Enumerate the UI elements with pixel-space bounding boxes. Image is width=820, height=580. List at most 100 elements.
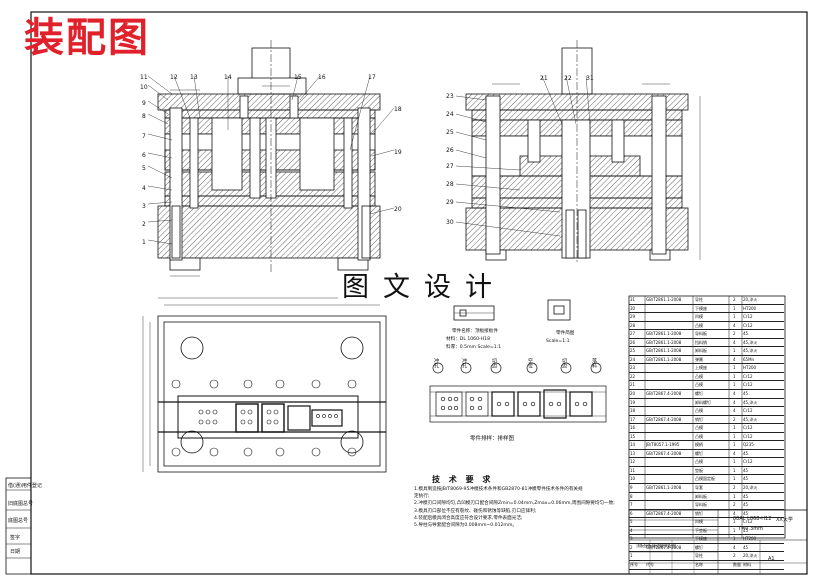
title-block-drawing-name: 顶板接板级进模装配图 bbox=[636, 543, 676, 548]
bom-cell-no: 25 bbox=[630, 348, 636, 354]
bom-cell-qty: 4 bbox=[733, 391, 736, 397]
bom-cell-name: 凸模固定板 bbox=[695, 476, 715, 482]
bom-cell-qty: 1 bbox=[733, 476, 736, 482]
bom-cell-qty: 4 bbox=[733, 356, 736, 362]
bom-cell-mat: 45 bbox=[743, 391, 749, 397]
svg-text:冲孔: 冲孔 bbox=[433, 357, 439, 369]
drawing-title: 装配图 bbox=[24, 14, 150, 61]
side-label: 签字 bbox=[10, 535, 21, 541]
bom-cell-qty: 1 bbox=[733, 527, 736, 533]
bom-cell-mat: 20,淬火 bbox=[743, 553, 758, 559]
bom-cell-name: 下模座 bbox=[695, 305, 707, 311]
bom-cell-mat: 20,淬火 bbox=[743, 297, 758, 302]
bom-cell-no: 27 bbox=[630, 331, 636, 337]
bom-cell-mat: 45 bbox=[743, 476, 749, 482]
bom-cell-no: 序号 bbox=[630, 561, 638, 567]
bom-cell-std: GB/T2861.1-2008 bbox=[646, 348, 682, 354]
svg-text:21: 21 bbox=[540, 75, 548, 82]
bom-cell-std: GB/T2861.1-2008 bbox=[646, 331, 682, 337]
bom-cell-name: 凸模 bbox=[695, 382, 703, 388]
bom-cell-qty: 1 bbox=[733, 467, 736, 473]
bom-cell-no: 11 bbox=[630, 467, 636, 473]
svg-text:14: 14 bbox=[224, 74, 232, 81]
tech-requirement: 1.模具制造按JB/T8069-95冲模技术条件和GB2870-81冲模零件技术… bbox=[414, 487, 583, 492]
tech-requirement: 2.冲模刃口间隙均匀,凸凹模刃口配合间隙Zmin=0.04mm,Zmax=0.0… bbox=[414, 501, 615, 507]
bom-cell-name: 下垫板 bbox=[695, 527, 707, 533]
bom-cell-no: 2 bbox=[630, 544, 633, 550]
bom-cell-name: 上模座 bbox=[695, 365, 707, 371]
bom-cell-qty: 1 bbox=[733, 365, 736, 371]
bom-cell-no: 21 bbox=[630, 382, 636, 388]
bom-cell-no: 23 bbox=[630, 365, 636, 371]
svg-text:7: 7 bbox=[142, 133, 146, 140]
bom-cell-mat: 45,淬火 bbox=[743, 348, 758, 354]
bom-cell-std: GB/T2867.4-2008 bbox=[646, 450, 682, 456]
svg-text:切边: 切边 bbox=[561, 357, 567, 369]
bom-cell-name: 螺钉 bbox=[695, 544, 703, 550]
bom-cell-name: 凹模 bbox=[695, 519, 703, 525]
svg-text:6: 6 bbox=[142, 152, 146, 159]
bom-cell-mat: Cr12 bbox=[743, 519, 753, 525]
svg-text:3: 3 bbox=[142, 203, 146, 210]
tech-requirement: 定执行; bbox=[414, 494, 430, 500]
bom-cell-std: GB/T2867.4-2008 bbox=[646, 544, 682, 550]
bom-cell-no: 6 bbox=[630, 510, 633, 516]
bom-cell-mat: 45 bbox=[743, 467, 749, 473]
bom-cell-name: 导柱 bbox=[695, 553, 703, 559]
bom-cell-name: 螺钉 bbox=[695, 391, 703, 397]
bom-row: 序号代号名称数量材料 bbox=[629, 561, 784, 570]
strip-thickness: 料厚：0.5mm Scale=1:1 bbox=[446, 343, 501, 350]
bom-cell-name: 螺钉 bbox=[695, 450, 703, 456]
bom-cell-no: 12 bbox=[630, 459, 636, 465]
strip-caption: 零件名称：顶板接板件 bbox=[452, 327, 498, 334]
svg-text:22: 22 bbox=[564, 75, 572, 82]
bom-cell-qty: 1 bbox=[733, 433, 736, 439]
side-label: 日期 bbox=[10, 549, 21, 555]
svg-text:8: 8 bbox=[142, 113, 146, 120]
bom-cell-mat: HT200 bbox=[743, 365, 757, 371]
title-block-school: XX大学 bbox=[776, 517, 793, 523]
bom-cell-qty: 1 bbox=[733, 425, 736, 431]
bom-cell-qty: 4 bbox=[733, 544, 736, 550]
bom-cell-name: 销钉 bbox=[695, 416, 703, 422]
bom-cell-name: 模柄 bbox=[695, 442, 703, 448]
bom-cell-mat: HT200 bbox=[743, 305, 757, 311]
bom-cell-qty: 4 bbox=[733, 408, 736, 414]
bom-cell-name: 凸模 bbox=[695, 322, 703, 328]
bom-cell-name: 销钉 bbox=[695, 510, 703, 516]
bom-cell-qty: 2 bbox=[733, 331, 736, 337]
svg-text:5: 5 bbox=[142, 165, 146, 172]
station-labels: 冲孔 冲孔 切边 空位 切边 落料 bbox=[433, 357, 597, 369]
bom-cell-mat: Cr12 bbox=[743, 408, 753, 414]
svg-text:10: 10 bbox=[140, 84, 148, 91]
side-label: 借(通)用件登记 bbox=[8, 483, 42, 489]
bom-cell-qty: 1 bbox=[733, 459, 736, 465]
bom-cell-std: GB/T2861.1-2008 bbox=[646, 485, 682, 491]
svg-text:30: 30 bbox=[446, 219, 454, 226]
front-section-view bbox=[157, 40, 381, 277]
bom-cell-mat: 45 bbox=[743, 493, 749, 499]
svg-text:25: 25 bbox=[446, 129, 454, 136]
tech-requirements-title: 技 术 要 求 bbox=[432, 475, 494, 484]
title-block-thickness: T=0.3mm bbox=[738, 526, 763, 532]
bom-cell-qty: 2 bbox=[733, 416, 736, 422]
bom-cell-name: 挡料销 bbox=[695, 339, 707, 345]
bom-cell-mat: Cr12 bbox=[743, 433, 753, 439]
bom-cell-qty: 4 bbox=[733, 322, 736, 328]
